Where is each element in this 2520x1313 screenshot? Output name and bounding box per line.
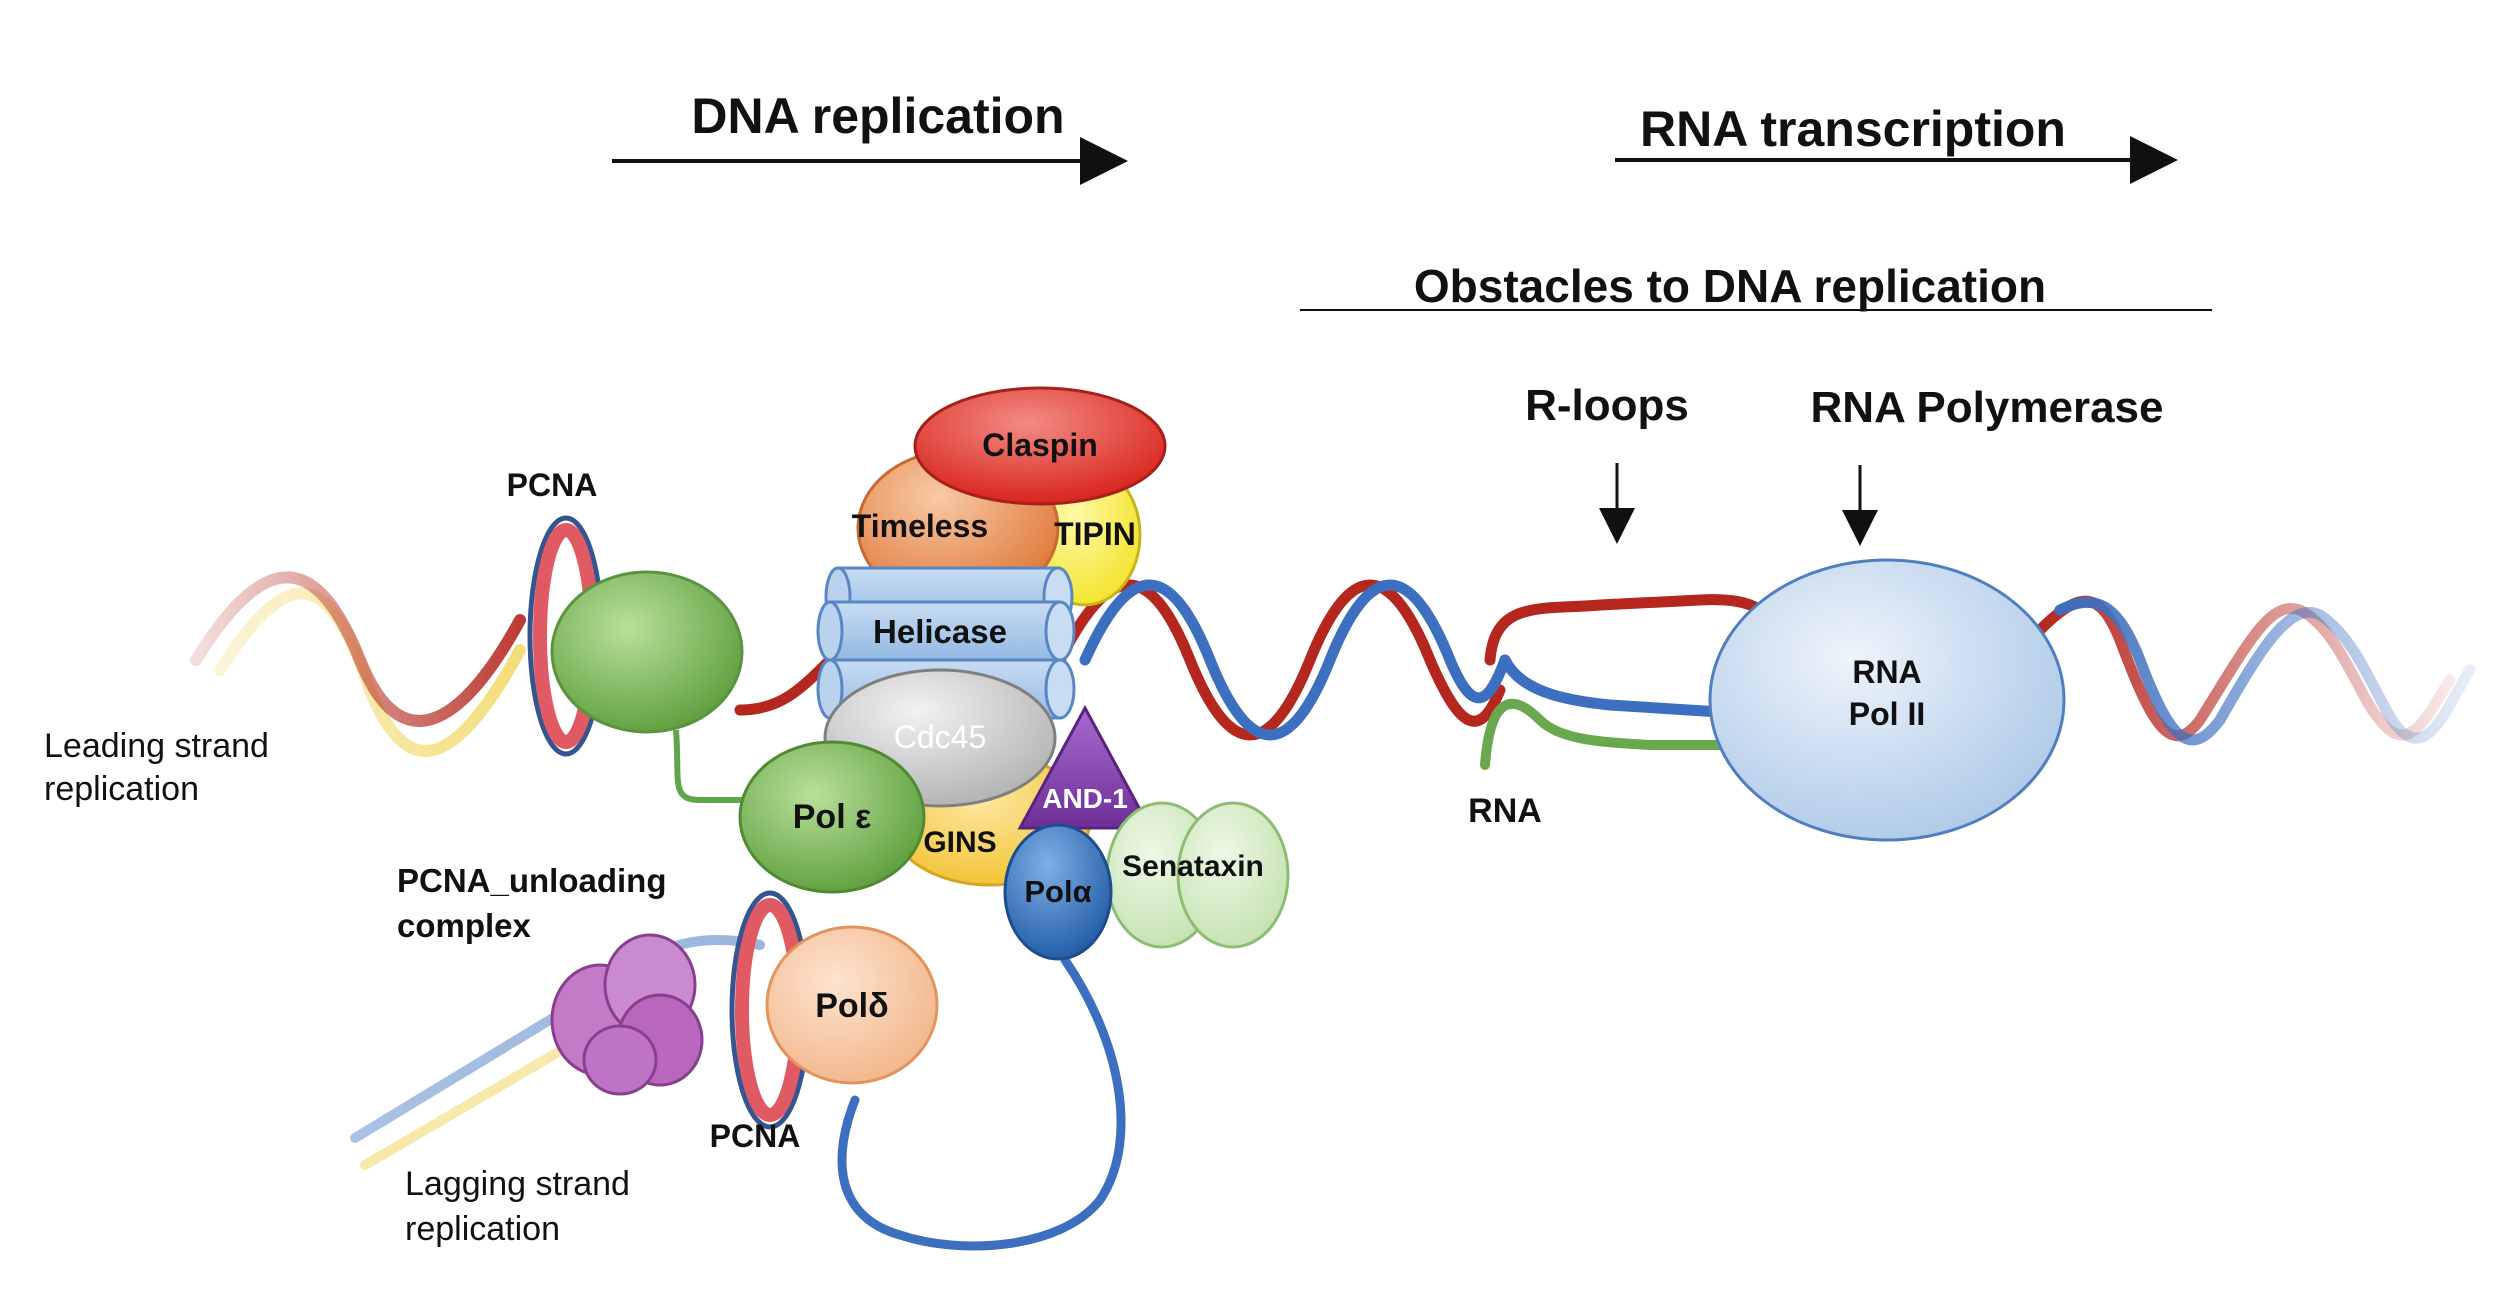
pol-delta-label: Polδ (815, 987, 889, 1025)
label-leading-line1: Leading strand (44, 727, 269, 765)
pol-alpha (1003, 823, 1113, 961)
claspin (913, 386, 1167, 506)
heading-dna-replication: DNA replication (691, 88, 1064, 144)
pol-delta (765, 925, 939, 1085)
heading-rna-transcription: RNA transcription (1640, 101, 2066, 157)
label-leading-line2: replication (44, 770, 199, 808)
heading-obstacles: Obstacles to DNA replication (1414, 260, 2046, 312)
label-rna-polymerase: RNA Polymerase (1811, 383, 2164, 432)
rna-pol-ii (1708, 558, 2066, 842)
label-unloading-line1: PCNA_unloading (397, 862, 667, 899)
label-rna: RNA (1468, 792, 1542, 830)
duplex-red-strand (1054, 579, 1506, 741)
senataxin (1105, 801, 1290, 949)
right-blue-strand (2054, 596, 2476, 746)
cdc45-label: Cdc45 (894, 719, 987, 755)
pol-alpha-label: Polα (1024, 874, 1091, 909)
label-lagging-line1: Lagging strand (405, 1165, 630, 1203)
and-1 (1017, 704, 1153, 830)
helicase-label: Helicase (873, 613, 1007, 650)
r-loop-red-strand (1484, 594, 1776, 666)
pol-epsilon-tether (673, 729, 760, 803)
duplex-blue-strand (1079, 579, 1511, 741)
rna-pol-ii-label-line1: RNA (1852, 654, 1921, 690)
label-pcna-bottom: PCNA (710, 1118, 801, 1154)
label-unloading-line2: complex (397, 907, 532, 944)
gins-label: GINS (923, 826, 996, 859)
rna-pol-ii-label-line2: Pol II (1849, 696, 1925, 732)
label-lagging-line2: replication (405, 1210, 560, 1248)
and-1-label: AND-1 (1042, 783, 1128, 814)
tipin-label: TIPIN (1054, 516, 1136, 552)
leading-red-to-fork (734, 654, 836, 716)
senataxin-label: Senataxin (1122, 850, 1264, 883)
leading-red-strand (190, 571, 526, 727)
claspin-label: Claspin (982, 427, 1098, 463)
right-red-strand (2034, 595, 2456, 742)
pcna-unloading-complex (550, 933, 704, 1096)
pol-epsilon (738, 740, 926, 894)
leading-polymerase-blob (550, 570, 744, 734)
lagging-blue-loop (837, 955, 1126, 1251)
r-loop-blue-strand (1499, 654, 1726, 718)
r-loop-green-rna (1480, 698, 1745, 770)
pol-epsilon-label: Pol ε (793, 798, 871, 836)
timeless-label: Timeless (852, 508, 988, 544)
label-pcna-top: PCNA (507, 467, 598, 503)
label-r-loops: R-loops (1525, 381, 1689, 430)
